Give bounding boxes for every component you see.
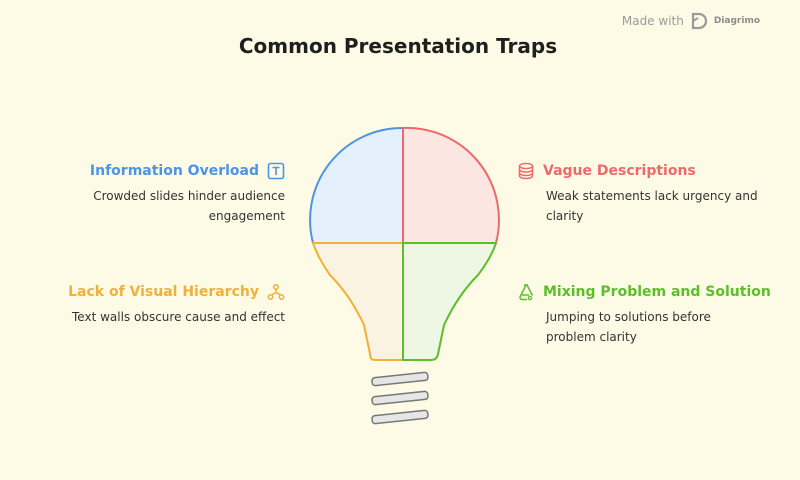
item-description: Text walls obscure cause and effect [72,310,285,324]
item-heading: Mixing Problem and Solution [517,283,787,301]
flask-icon [519,284,534,301]
database-icon [518,162,534,180]
bulb-quadrant-bottom-left [312,242,404,361]
item-heading-text: Information Overload [89,163,259,179]
bulb-quadrant-top-left [309,126,404,244]
bulb-quadrant-bottom-right [402,242,497,361]
watermark-brand: Diagrimo [713,16,760,26]
text-icon [267,162,285,180]
item-heading-text: Vague Descriptions [543,163,696,179]
item-heading: Information Overload [15,162,285,180]
item-heading: Vague Descriptions [517,162,787,180]
item-vague-descriptions: Vague Descriptions Weak statements lack … [517,162,787,226]
item-description: Weak statements lack urgency and clarity [546,189,758,223]
bulb-base [371,371,429,425]
item-description: Jumping to solutions before problem clar… [546,310,711,344]
item-heading: Lack of Visual Hierarchy [15,283,285,301]
item-heading-text: Mixing Problem and Solution [543,284,771,300]
watermark: Made with Diagrimo [622,12,760,30]
diagram-title: Common Presentation Traps [238,34,558,58]
bulb-quadrant-top-right [402,126,500,244]
item-description: Crowded slides hinder audience engagemen… [93,189,285,223]
item-heading-text: Lack of Visual Hierarchy [68,284,259,300]
item-information-overload: Information Overload Crowded slides hind… [15,162,285,226]
item-mixing-problem-and-solution: Mixing Problem and Solution Jumping to s… [517,283,787,347]
diagrimo-logo-icon [691,12,707,30]
item-lack-of-visual-hierarchy: Lack of Visual Hierarchy Text walls obsc… [15,283,285,327]
hierarchy-icon [267,284,285,300]
watermark-text: Made with [621,14,684,28]
